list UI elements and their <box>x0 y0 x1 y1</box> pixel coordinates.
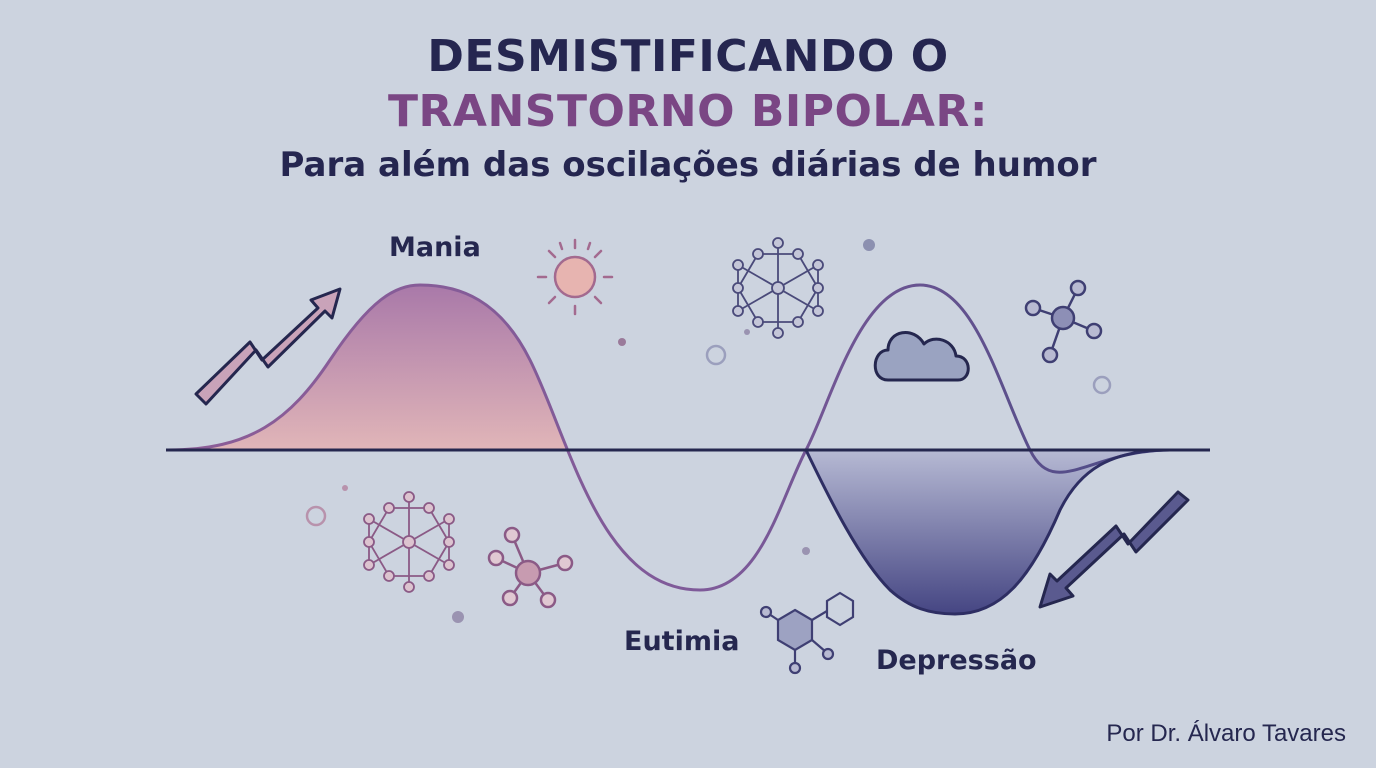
title-line-1: DESMISTIFICANDO O <box>427 31 949 82</box>
depression-area <box>806 450 1170 614</box>
subtitle: Para além das oscilações diárias de humo… <box>279 145 1097 185</box>
label-depressao: Depressão <box>876 645 1037 676</box>
cloud-icon <box>873 331 970 382</box>
molecule-icon <box>1024 279 1103 364</box>
label-eutimia: Eutimia <box>624 626 740 657</box>
molecule-icon-lower <box>487 526 574 609</box>
mood-wave-line <box>167 283 1171 592</box>
network-icon <box>732 237 824 339</box>
title-block: DESMISTIFICANDO O TRANSTORNO BIPOLAR: Pa… <box>0 30 1376 190</box>
arrow-down-zigzag-icon <box>1038 490 1190 609</box>
label-mania: Mania <box>389 232 481 263</box>
sun-icon <box>536 238 614 316</box>
network-icon-lower <box>363 491 455 593</box>
arrow-up-zigzag-icon <box>194 287 342 406</box>
mania-area <box>168 285 566 450</box>
author-credit: Por Dr. Álvaro Tavares <box>1106 720 1346 747</box>
title-line-2: TRANSTORNO BIPOLAR: <box>388 86 988 137</box>
decorative-dots <box>305 239 1112 623</box>
hexagon-molecule-icon <box>759 591 855 675</box>
depression-curve-line <box>804 448 1171 616</box>
